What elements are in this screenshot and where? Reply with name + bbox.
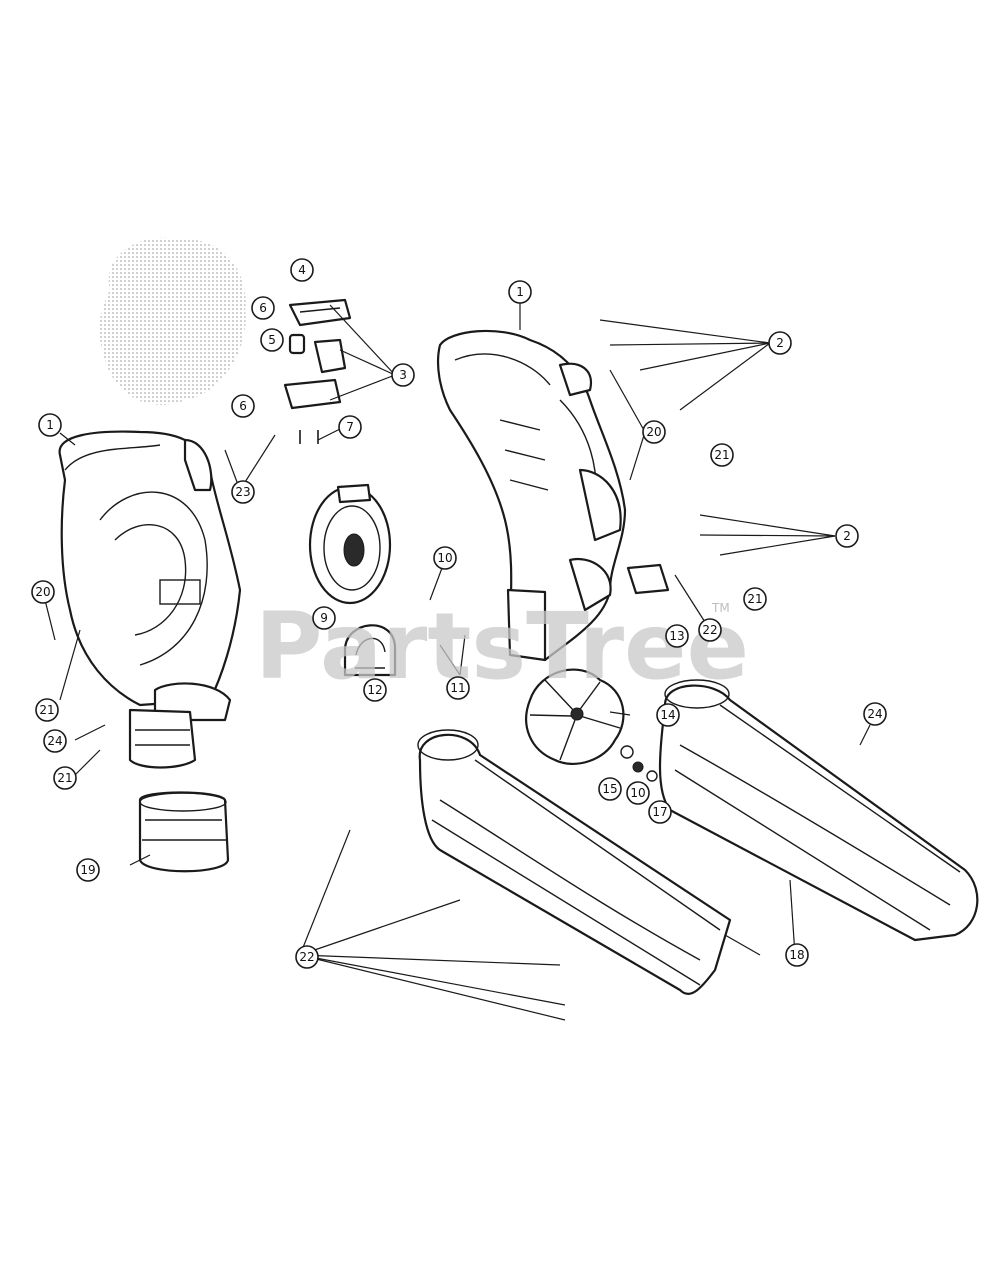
callout-6-bottom: 6 [231,394,255,418]
svg-text:4: 4 [298,263,306,277]
callout-2-top: 2 [768,331,792,355]
callout-1-left: 1 [38,413,62,437]
callout-14: 14 [656,703,680,727]
svg-text:15: 15 [602,782,617,796]
svg-text:9: 9 [320,611,328,625]
svg-text:21: 21 [714,448,729,462]
svg-text:6: 6 [259,301,267,315]
switch-parts [283,298,352,444]
svg-text:2: 2 [843,529,851,543]
left-housing [58,430,242,769]
svg-text:21: 21 [39,703,54,717]
right-housing [436,329,627,662]
callout-12: 12 [363,678,387,702]
svg-text:2: 2 [776,336,784,350]
svg-text:24: 24 [47,734,62,748]
callout-10-top: 10 [433,546,457,570]
callout-9: 9 [312,606,336,630]
svg-text:14: 14 [660,708,675,722]
callout-3: 3 [391,363,415,387]
fan-housing [308,483,392,605]
callout-21-left-top: 21 [35,698,59,722]
svg-text:10: 10 [437,551,452,565]
callout-15: 15 [598,777,622,801]
callout-20-left: 20 [31,580,55,604]
leader-lines [44,300,871,1021]
callout-1-right: 1 [508,280,532,304]
svg-text:22: 22 [299,950,314,964]
svg-text:7: 7 [346,420,354,434]
svg-text:23: 23 [235,485,250,499]
callout-6-top: 6 [251,296,275,320]
callout-11: 11 [446,676,470,700]
callout-5: 5 [260,328,284,352]
callout-2-mid: 2 [835,524,859,548]
svg-text:10: 10 [630,786,645,800]
bracket-13 [626,563,670,595]
callout-17: 17 [648,800,672,824]
svg-text:17: 17 [652,805,667,819]
svg-text:21: 21 [57,771,72,785]
svg-text:1: 1 [516,285,524,299]
blower-tube-upper [658,679,979,942]
svg-text:24: 24 [867,707,882,721]
callout-18: 18 [785,943,809,967]
svg-text:1: 1 [46,418,54,432]
svg-text:21: 21 [747,592,762,606]
svg-text:11: 11 [450,681,465,695]
callout-10-bottom: 10 [626,781,650,805]
watermark-trademark: TM [711,601,730,615]
callout-24-left: 24 [43,729,67,753]
svg-text:18: 18 [789,948,804,962]
svg-text:19: 19 [80,863,95,877]
partstree-watermark: PartsTree TM [255,593,749,700]
small-hardware [620,745,658,782]
callouts: 1 1 2 2 3 4 5 6 6 7 9 10 10 11 12 13 14 … [31,258,887,969]
callout-20-right: 20 [642,420,666,444]
callout-22-bottom: 22 [295,945,319,969]
svg-text:5: 5 [268,333,276,347]
motor-ghost [99,237,246,406]
callout-23: 23 [231,480,255,504]
callout-4: 4 [290,258,314,282]
svg-text:20: 20 [35,585,50,599]
svg-text:6: 6 [239,399,247,413]
callout-21-right-top: 21 [710,443,734,467]
svg-text:3: 3 [399,368,407,382]
svg-text:13: 13 [669,629,684,643]
callout-21-left-bottom: 21 [53,766,77,790]
callout-7: 7 [338,415,362,439]
handle-bracket [343,624,397,677]
watermark-brand: PartsTree [255,593,749,700]
svg-text:20: 20 [646,425,661,439]
blower-tube-lower [417,729,732,995]
callout-19: 19 [76,858,100,882]
svg-text:12: 12 [367,683,382,697]
nozzle-ring [138,791,230,873]
impeller [525,668,625,765]
callout-24-right: 24 [863,702,887,726]
callout-22-right: 22 [698,618,722,642]
callout-21-right-mid: 21 [743,587,767,611]
svg-text:22: 22 [702,623,717,637]
callout-13: 13 [665,624,689,648]
